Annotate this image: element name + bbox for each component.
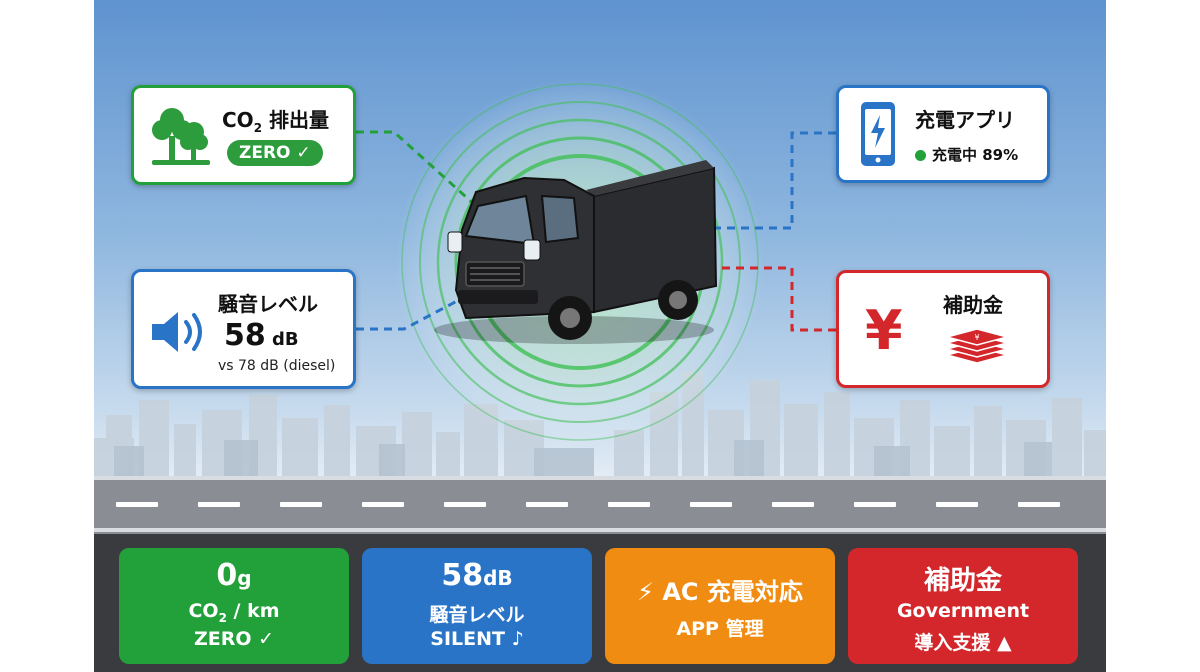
tile-charging: ⚡ AC 充電対応 APP 管理 [605, 548, 835, 664]
charging-app-title: 充電アプリ [915, 108, 1015, 132]
tile-co2-value: 0g [216, 558, 252, 593]
co2-card-title: CO2 排出量 [222, 108, 330, 135]
smartphone-charging-icon [861, 102, 895, 166]
tile-noise: 58dB 騒音レベル SILENT ♪ [362, 548, 592, 664]
lane-marking [198, 502, 240, 507]
co2-emissions-card: CO2 排出量 ZERO ✓ [131, 85, 356, 185]
subsidy-card: ¥ 補助金 ¥ [836, 270, 1050, 388]
tile-co2: 0g CO2 / km ZERO ✓ [119, 548, 349, 664]
lane-marking [362, 502, 404, 507]
tile-noise-value: 58dB [441, 558, 513, 593]
noise-comparison: vs 78 dB (diesel) [218, 358, 336, 374]
lane-marking [526, 502, 568, 507]
tile-noise-label: 騒音レベル [429, 604, 525, 626]
lane-marking [690, 502, 732, 507]
lane-marking [116, 502, 158, 507]
road-edge [94, 476, 1106, 480]
noise-value: 58 dB [224, 318, 299, 353]
noise-level-card: 騒音レベル 58 dB vs 78 dB (diesel) [131, 269, 356, 389]
illustration-canvas: CO2 排出量 ZERO ✓ 充電アプリ 充電中 89% 騒音レベル 58 dB… [94, 0, 1106, 672]
noise-card-title: 騒音レベル [218, 292, 318, 316]
tile-subsidy-government: Government [896, 600, 1030, 622]
tile-co2-status: ZERO ✓ [193, 628, 275, 650]
svg-text:¥: ¥ [974, 333, 979, 342]
tree-icon [152, 108, 210, 165]
banknotes-icon: ¥ [944, 328, 1010, 364]
charging-app-card: 充電アプリ 充電中 89% [836, 85, 1050, 183]
status-dot-icon [915, 150, 926, 161]
tile-charging-app: APP 管理 [676, 618, 764, 640]
tile-noise-status: SILENT ♪ [430, 628, 524, 650]
electric-truck-illustration [434, 160, 718, 344]
lane-marking [772, 502, 814, 507]
speaker-icon [152, 312, 202, 352]
yen-symbol: ¥ [865, 299, 903, 362]
tile-co2-unit: CO2 / km [188, 600, 280, 625]
lane-marking [608, 502, 650, 507]
city-skyline [94, 77, 1106, 478]
tile-subsidy: 補助金 Government 導入支援 ▲ [848, 548, 1078, 664]
lane-marking [854, 502, 896, 507]
tile-subsidy-title: 補助金 [923, 566, 1002, 596]
lane-marking [936, 502, 978, 507]
road-edge [94, 528, 1106, 532]
subsidy-card-title: 補助金 [943, 293, 1003, 317]
lane-marking [444, 502, 486, 507]
tile-subsidy-support: 導入支援 ▲ [914, 632, 1012, 654]
tile-charging-title: ⚡ AC 充電対応 [637, 578, 803, 606]
lane-marking [280, 502, 322, 507]
lightning-icon: ⚡ [637, 578, 654, 606]
lane-marking [1018, 502, 1060, 507]
charging-status: 充電中 89% [915, 144, 1018, 165]
zero-badge: ZERO ✓ [227, 140, 323, 166]
